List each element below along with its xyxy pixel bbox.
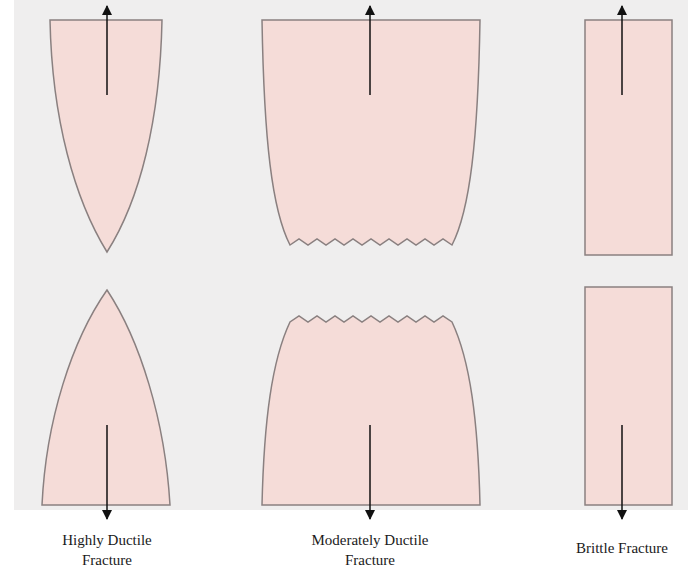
specimen-bottom bbox=[262, 316, 480, 505]
tension-arrow bbox=[106, 425, 108, 519]
tension-arrow bbox=[369, 425, 371, 519]
background-panel bbox=[14, 0, 688, 510]
specimen-bottom bbox=[585, 287, 672, 505]
specimen-top bbox=[262, 20, 480, 245]
fracture-caption: Moderately Ductile Fracture bbox=[293, 530, 447, 570]
specimen-top bbox=[585, 20, 672, 255]
fracture-caption: Highly Ductile Fracture bbox=[45, 530, 169, 570]
tension-arrow bbox=[106, 6, 108, 95]
specimen-bottom bbox=[42, 290, 170, 505]
tension-arrow bbox=[369, 6, 371, 95]
tension-arrow bbox=[621, 6, 623, 95]
load-arrows bbox=[107, 6, 622, 519]
fracture-caption: Brittle Fracture bbox=[560, 538, 684, 558]
specimen-top bbox=[50, 20, 162, 252]
tension-arrow bbox=[621, 425, 623, 519]
